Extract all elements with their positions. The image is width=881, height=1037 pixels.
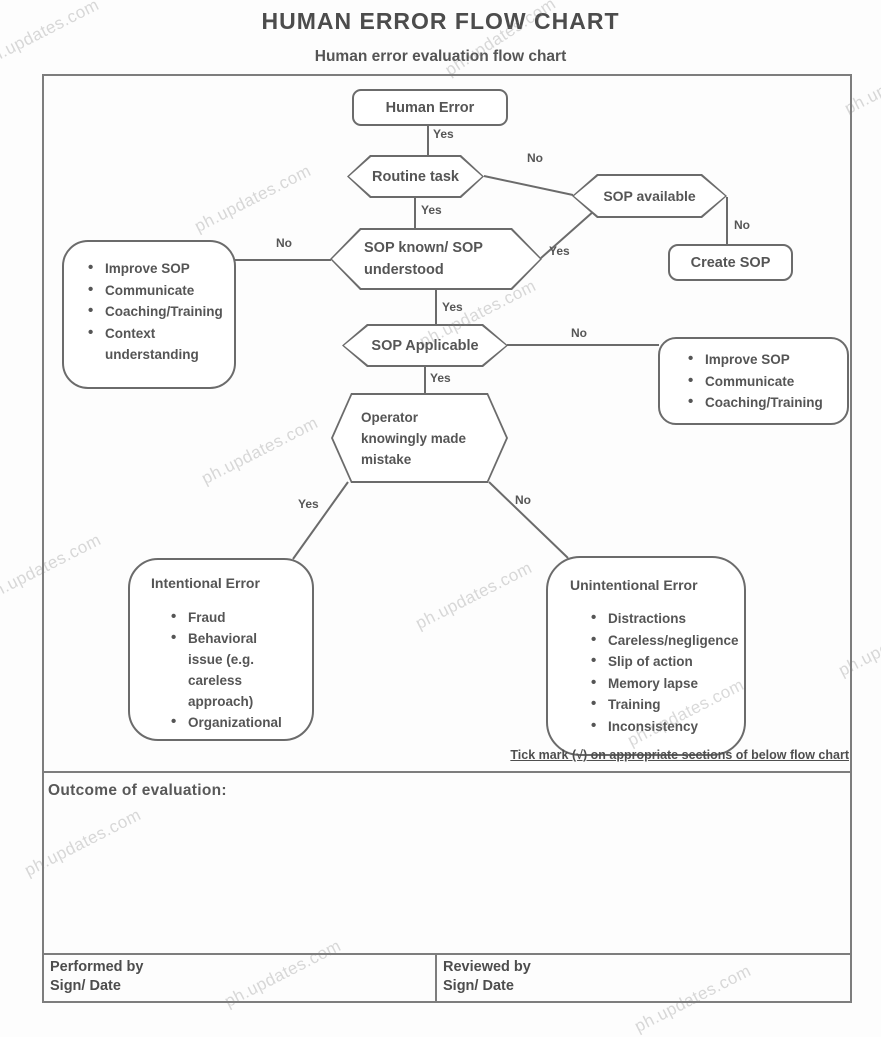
intentional-error-title: Intentional Error	[151, 575, 260, 591]
performed-sign-date-label: Sign/ Date	[50, 978, 121, 994]
intentional-error-item: Fraud	[171, 606, 289, 628]
intentional-error-item: Organizational	[171, 711, 289, 733]
edge-label-yes: Yes	[298, 497, 319, 511]
page-subtitle: Human error evaluation flow chart	[314, 48, 567, 65]
hexagon-fill	[344, 326, 506, 365]
remedy-left-item: Coaching/Training	[88, 300, 224, 323]
edge-label-no: No	[527, 151, 543, 165]
edge-label-no: No	[734, 218, 750, 232]
node-routine-task: Routine task	[347, 155, 484, 198]
node-remedy-right: Improve SOP Communicate Coaching/Trainin…	[658, 337, 849, 425]
node-create-sop: Create SOP	[668, 244, 793, 281]
signature-cell-divider	[435, 953, 437, 1001]
node-routine-task-label: Routine task	[371, 168, 459, 185]
node-operator-mistake-label: Operator knowingly made mistake	[361, 409, 467, 467]
hexagon-fill	[574, 176, 725, 216]
node-sop-available: SOP available	[572, 174, 727, 218]
remedy-left-item: Communicate	[88, 279, 224, 302]
edge-label-yes: Yes	[442, 300, 463, 314]
remedy-left-item: Context understanding	[88, 322, 224, 366]
performed-by-label: Performed by	[50, 959, 144, 975]
node-sop-known-label: SOP known/ SOP understood	[364, 240, 483, 278]
unintentional-error-item: Careless/negligence	[591, 629, 739, 652]
edge-label-no: No	[515, 493, 531, 507]
node-sop-known: SOP known/ SOP understood	[330, 228, 542, 290]
node-sop-applicable: SOP Applicable	[342, 324, 508, 367]
node-create-sop-label: Create SOP	[690, 254, 771, 271]
reviewed-by-label: Reviewed by	[443, 959, 531, 975]
performed-by-cell: Performed by Sign/ Date	[50, 958, 143, 996]
outcome-of-evaluation-label: Outcome of evaluation:	[48, 782, 227, 799]
reviewed-sign-date-label: Sign/ Date	[443, 978, 514, 994]
remedy-right-item: Communicate	[688, 370, 833, 393]
document-frame	[42, 74, 852, 1003]
edge-label-yes: Yes	[421, 203, 442, 217]
node-unintentional-error: Unintentional Error Distractions Careles…	[546, 556, 746, 756]
edge-label-yes: Yes	[433, 127, 454, 141]
hexagon-fill	[349, 157, 482, 196]
node-intentional-error: Intentional Error Fraud Behavioral issue…	[128, 558, 314, 741]
node-sop-available-label: SOP available	[603, 188, 696, 204]
remedy-right-item: Coaching/Training	[688, 391, 833, 414]
edge-label-yes: Yes	[549, 244, 570, 258]
unintentional-error-item: Slip of action	[591, 650, 736, 673]
unintentional-error-item: Training	[591, 693, 736, 716]
node-sop-applicable-label: SOP Applicable	[371, 337, 479, 354]
edge-label-yes: Yes	[430, 371, 451, 385]
node-human-error: Human Error	[352, 89, 508, 126]
intentional-error-item: Behavioral issue (e.g. careless approach…	[171, 627, 289, 712]
edge-label-no: No	[276, 236, 292, 250]
outcome-section-divider	[42, 771, 852, 773]
edge-label-no: No	[571, 326, 587, 340]
node-remedy-left: Improve SOP Communicate Coaching/Trainin…	[62, 240, 236, 389]
reviewed-by-cell: Reviewed by Sign/ Date	[443, 958, 531, 996]
node-human-error-label: Human Error	[385, 99, 475, 116]
unintentional-error-title: Unintentional Error	[570, 577, 698, 593]
hexagon-fill	[333, 395, 506, 481]
remedy-left-item: Improve SOP	[88, 257, 224, 280]
hexagon-fill	[332, 230, 540, 288]
node-operator-mistake: Operator knowingly made mistake	[331, 393, 508, 483]
unintentional-error-item: Memory lapse	[591, 672, 736, 695]
page-title: HUMAN ERROR FLOW CHART	[261, 8, 620, 34]
signature-section-divider	[42, 953, 852, 955]
unintentional-error-item: Distractions	[591, 607, 736, 630]
unintentional-error-item: Inconsistency	[591, 715, 736, 738]
remedy-right-item: Improve SOP	[688, 348, 833, 371]
tick-mark-note: Tick mark (√) on appropriate sections of…	[510, 748, 849, 762]
